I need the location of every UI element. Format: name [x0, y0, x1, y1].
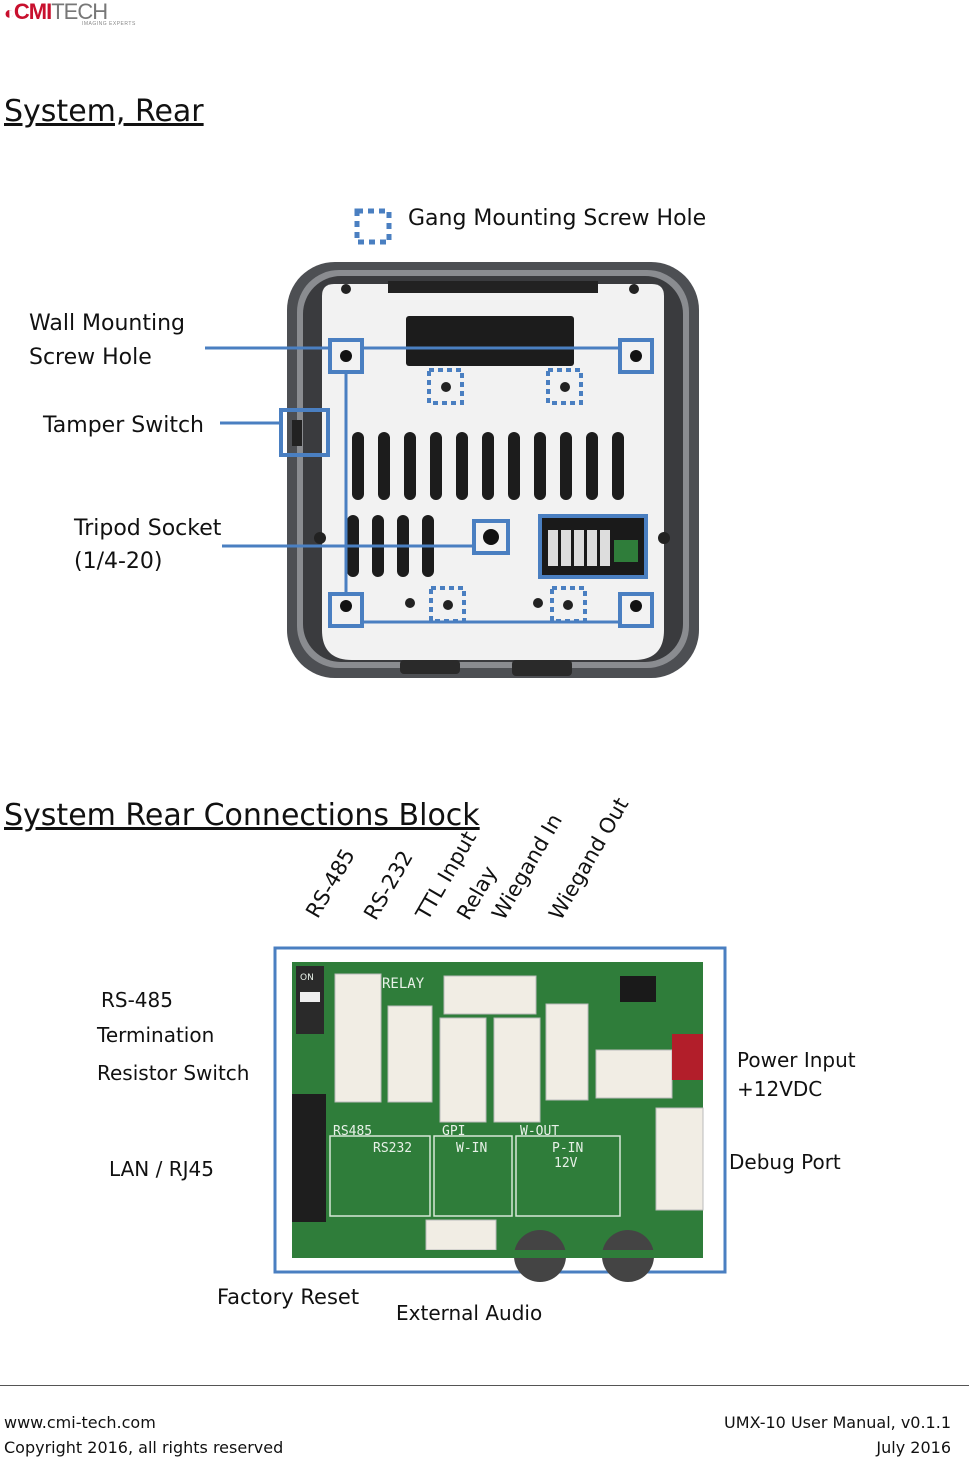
tamper-switch-box [279, 408, 330, 457]
board-label-on: ON [300, 973, 314, 983]
label-tamper-switch: Tamper Switch [43, 413, 204, 438]
footer-website: www.cmi-tech.com [4, 1413, 156, 1432]
board-label-rs232: RS232 [373, 1141, 413, 1156]
label-lan-rj45: LAN / RJ45 [109, 1157, 214, 1181]
top-vent-grille [406, 316, 574, 366]
wall-mount-holes [328, 338, 654, 628]
label-debug-port: Debug Port [729, 1150, 841, 1174]
label-tripod-socket-1: Tripod Socket [74, 516, 222, 541]
board-outline-box [273, 946, 727, 1274]
label-wall-mounting-1: Wall Mounting [29, 311, 186, 336]
pcb-board [292, 962, 703, 1258]
label-external-audio: External Audio [396, 1301, 543, 1325]
footer-divider [0, 1385, 969, 1386]
footer-date: July 2016 [876, 1438, 951, 1457]
rear-view-figure [205, 208, 699, 678]
board-label-relay: RELAY [382, 976, 425, 992]
board-label-w-in: W-IN [456, 1141, 488, 1156]
label-rs485: RS-485 [101, 988, 173, 1012]
gang-legend-icon [354, 208, 392, 245]
white-connectors [334, 973, 704, 1251]
board-label-gpi: GPI [442, 1124, 466, 1139]
label-termination: Termination [97, 1023, 215, 1047]
label-wall-mounting-2: Screw Hole [29, 345, 152, 370]
label-tripod-socket-2: (1/4-20) [74, 549, 163, 574]
logo-brand-accent: TECH [51, 0, 108, 24]
section-title-system-rear: System, Rear [4, 94, 204, 129]
top-label-wiegand-out: Wiegand Out [544, 793, 634, 924]
label-factory-reset: Factory Reset [217, 1285, 360, 1309]
label-gang-mounting: Gang Mounting Screw Hole [408, 206, 707, 231]
footer-manual: UMX-10 User Manual, v0.1.1 [724, 1413, 951, 1432]
connector-block-box [538, 514, 648, 579]
logo-tagline: IMAGING EXPERTS [82, 21, 136, 27]
rj45-connector [292, 1094, 326, 1222]
board-label-w-out: W-OUT [520, 1124, 560, 1139]
logo-glyph-icon: ◐ [4, 3, 15, 23]
vent-slots [347, 432, 624, 577]
board-label-rs485: RS485 [333, 1124, 373, 1139]
board-label-p-in: P-IN [552, 1141, 584, 1156]
footer-copyright: Copyright 2016, all rights reserved [4, 1438, 284, 1457]
top-label-rs485: RS-485 [301, 844, 360, 922]
board-label-12v: 12V [554, 1156, 578, 1171]
label-power-input: Power Input [737, 1048, 856, 1072]
logo-brand-main: CMI [13, 0, 52, 24]
cmitech-logo: ◐CMITECH IMAGING EXPERTS [4, 0, 144, 28]
label-12vdc: +12VDC [737, 1077, 823, 1101]
top-label-rs232: RS-232 [359, 846, 418, 924]
section-title-connections-block: System Rear Connections Block [4, 798, 480, 833]
tripod-socket-box [472, 519, 510, 555]
label-resistor-switch: Resistor Switch [97, 1061, 250, 1085]
